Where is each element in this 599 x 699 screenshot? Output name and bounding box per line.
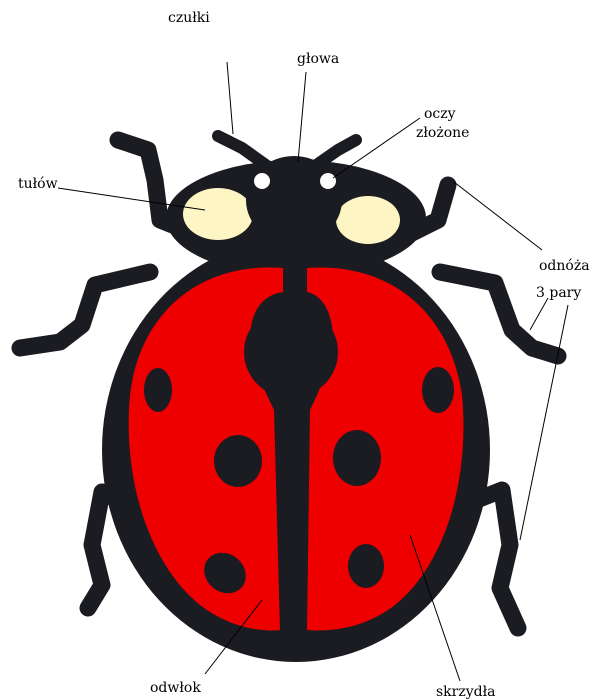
label-odwlok: odwłok (150, 680, 201, 696)
label-oczy-line1: oczy (424, 106, 456, 122)
label-odnoza-line1: odnóża (539, 258, 590, 274)
right-thorax-patch (336, 196, 400, 244)
leader-odnoza-lower (530, 298, 548, 330)
spot-left-top (144, 368, 172, 412)
leader-glowa (298, 72, 306, 162)
spot-right-top (422, 367, 454, 413)
label-tulow: tułów (18, 176, 58, 192)
wing-seam (293, 395, 295, 630)
head-group (246, 156, 342, 244)
scutellum (244, 306, 338, 398)
leader-czulki (227, 62, 233, 134)
leader-odnoza-upper (454, 182, 542, 250)
label-skrzydla: skrzydła (436, 684, 496, 699)
left-thorax-patch (183, 188, 253, 240)
spot-right-middle (333, 430, 381, 486)
label-czulki: czułki (168, 10, 210, 26)
middle-left-leg (20, 272, 150, 348)
spot-left-middle (214, 435, 262, 487)
left-eye (254, 173, 270, 189)
spot-right-bottom (348, 544, 384, 588)
right-eye (320, 173, 336, 189)
scutellum-stem (283, 270, 301, 310)
label-odnoza-line2: 3 pary (536, 285, 581, 301)
label-glowa: głowa (297, 51, 339, 67)
label-oczy-line2: złożone (416, 125, 469, 141)
head (246, 156, 342, 244)
